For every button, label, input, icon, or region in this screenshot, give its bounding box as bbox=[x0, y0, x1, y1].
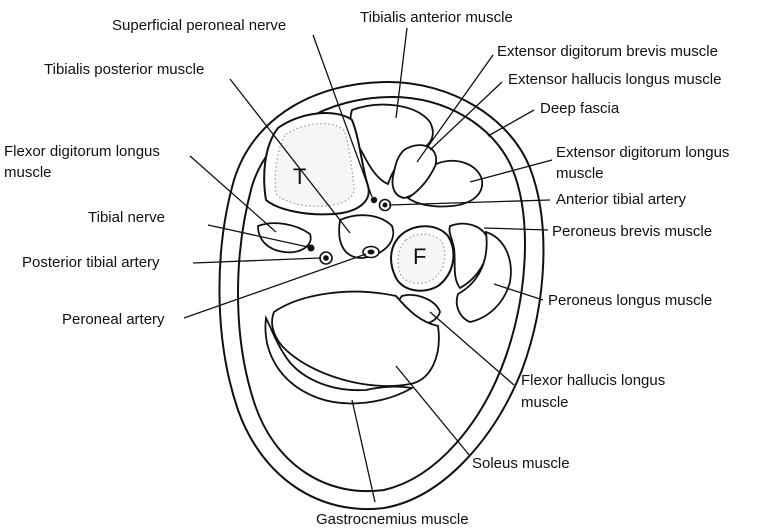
label-deep-fascia: Deep fascia bbox=[540, 100, 620, 117]
label-tibial-nerve: Tibial nerve bbox=[88, 209, 165, 226]
superficial-peroneal-nerve-dot bbox=[371, 197, 377, 203]
label-extensor-digitorum-brevis: Extensor digitorum brevis muscle bbox=[497, 43, 718, 60]
label-gastrocnemius: Gastrocnemius muscle bbox=[316, 511, 469, 528]
leader-gastrocnemius bbox=[352, 400, 375, 502]
leader-soleus bbox=[396, 366, 470, 456]
leader-peroneus-brevis bbox=[484, 228, 548, 230]
leader-flexor-hallucis-longus bbox=[430, 312, 514, 385]
label-posterior-tibial-artery: Posterior tibial artery bbox=[22, 254, 160, 271]
label-extensor-hallucis-longus: Extensor hallucis longus muscle bbox=[508, 71, 721, 88]
label-peroneus-brevis: Peroneus brevis muscle bbox=[552, 223, 712, 240]
leader-tibialis-anterior bbox=[396, 28, 407, 118]
posterior-tibial-artery-lumen bbox=[323, 255, 329, 261]
leader-posterior-tibial-artery bbox=[193, 258, 320, 263]
peroneal-artery-lumen bbox=[368, 250, 375, 255]
label-peroneal-artery: Peroneal artery bbox=[62, 311, 165, 328]
leader-deep-fascia bbox=[488, 110, 534, 136]
label-extensor-digitorum-longus-line1: Extensor digitorum longus bbox=[556, 144, 729, 161]
label-superficial-peroneal-nerve: Superficial peroneal nerve bbox=[112, 17, 286, 34]
leader-extensor-digitorum-longus bbox=[470, 160, 552, 182]
label-anterior-tibial-artery: Anterior tibial artery bbox=[556, 191, 687, 208]
label-tibialis-anterior: Tibialis anterior muscle bbox=[360, 9, 513, 26]
leader-extensor-digitorum-brevis bbox=[417, 55, 493, 162]
leader-flexor-digitorum-longus bbox=[190, 156, 276, 232]
label-flexor-digitorum-longus-line1: Flexor digitorum longus bbox=[4, 143, 160, 160]
label-soleus: Soleus muscle bbox=[472, 455, 570, 472]
label-flexor-digitorum-longus-line2: muscle bbox=[4, 164, 52, 181]
label-flexor-hallucis-longus-line1: Flexor hallucis longus bbox=[521, 372, 665, 389]
label-flexor-hallucis-longus-line2: muscle bbox=[521, 394, 569, 411]
fibula-letter: F bbox=[413, 244, 426, 269]
label-tibialis-posterior: Tibialis posterior muscle bbox=[44, 61, 204, 78]
label-peroneus-longus: Peroneus longus muscle bbox=[548, 292, 712, 309]
label-extensor-digitorum-longus-line2: muscle bbox=[556, 165, 604, 182]
tibia-marrow bbox=[275, 124, 354, 207]
anterior-tibial-artery-lumen bbox=[383, 203, 388, 208]
tibial-nerve-dot bbox=[308, 245, 315, 252]
